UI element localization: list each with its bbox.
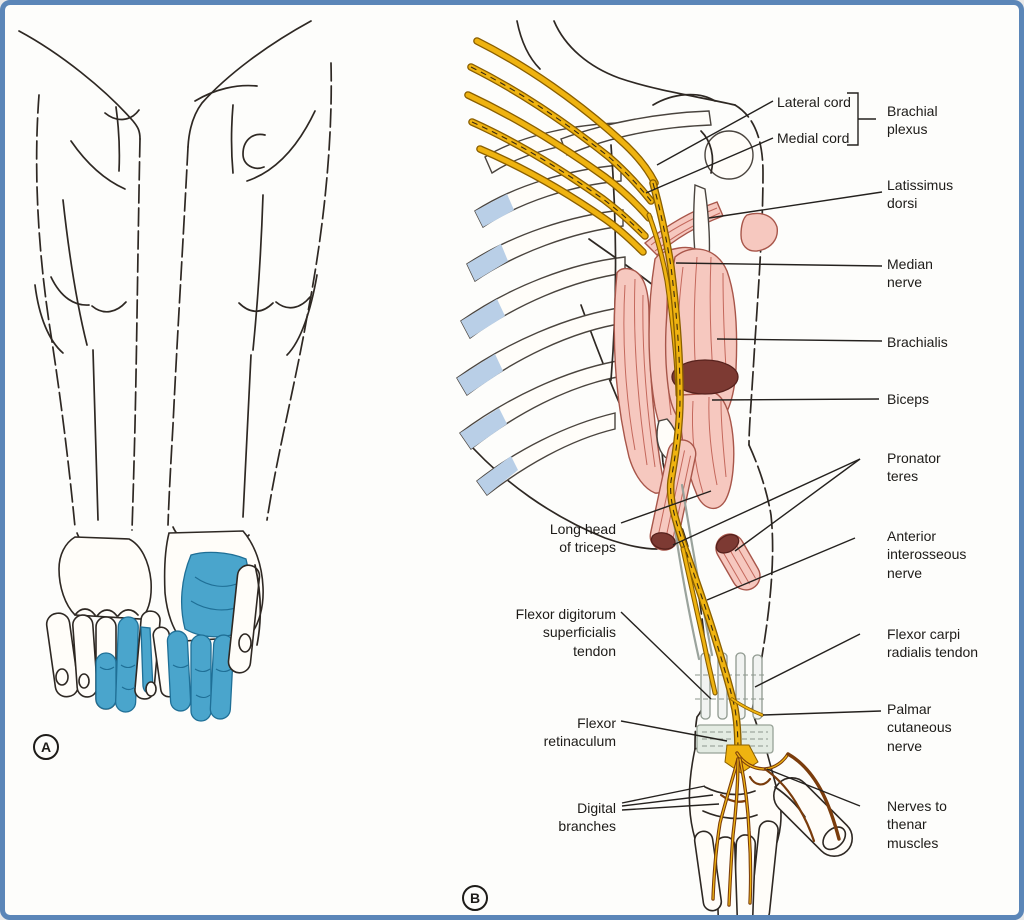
leader-digital-branches-1 <box>621 785 706 804</box>
panel-a-left-hand <box>45 536 161 713</box>
leader-median-nerve <box>675 262 883 267</box>
palmar-cutaneous-nerve-branch <box>730 697 764 717</box>
leader-brachialis <box>716 338 883 342</box>
label-median-nerve: Median nerve <box>887 256 933 291</box>
anatomy-figure-art <box>18 20 883 915</box>
anterior-interosseous-nerve-branch <box>680 546 718 696</box>
brachial-plexus-bracket <box>847 92 876 146</box>
leader-digital-branches-3 <box>621 803 720 811</box>
leader-flexor-digitorum-superficialis <box>620 611 712 700</box>
leader-flexor-retinaculum <box>620 720 728 742</box>
leader-pronator-teres-2 <box>734 458 861 552</box>
leader-lines <box>620 92 883 811</box>
label-brachialis: Brachialis <box>887 334 948 350</box>
label-brachial-plexus: Brachial plexus <box>887 103 938 138</box>
leader-anterior-interosseous <box>706 537 856 601</box>
label-anterior-interosseous-nerve: Anterior interosseous nerve <box>887 528 967 581</box>
panel-a-marker: A <box>33 734 59 760</box>
biceps-cut-section <box>671 359 739 395</box>
label-flexor-carpi-radialis-tendon: Flexor carpi radialis tendon <box>887 626 979 661</box>
median-sensory-area-dorsal-ring <box>95 652 117 710</box>
label-long-head-of-triceps: Long head of triceps <box>549 521 616 556</box>
leader-digital-branches-2 <box>621 794 714 807</box>
panel-b-rib-cage <box>456 93 754 497</box>
panel-b-wrist-structures <box>667 483 767 720</box>
label-biceps: Biceps <box>887 391 930 407</box>
label-lateral-cord: Lateral cord <box>777 94 851 110</box>
median-nerve-trunk <box>646 179 742 763</box>
label-medial-cord: Medial cord <box>777 130 850 146</box>
panel-a-left-arm <box>18 30 141 549</box>
median-sensory-area-palmar-finger3 <box>209 634 235 720</box>
leader-flexor-carpi-radialis <box>754 633 861 688</box>
median-sensory-area-palmar-finger1 <box>166 630 192 712</box>
leader-pronator-teres-1 <box>672 458 861 546</box>
label-latissimus-dorsi: Latissimus dorsi <box>887 177 954 212</box>
label-flexor-retinaculum: Flexor retinaculum <box>543 715 616 750</box>
label-palmar-cutaneous-nerve: Palmar cutaneous nerve <box>887 701 952 754</box>
brachial-plexus-roots <box>464 37 659 256</box>
leader-latissimus-dorsi <box>708 191 883 219</box>
median-sensory-area-dorsal-middle <box>114 616 139 713</box>
pronator-teres-muscle-2 <box>715 533 761 591</box>
leader-medial-cord <box>645 137 774 194</box>
leader-nerves-to-thenar <box>766 768 861 807</box>
leader-lateral-cord <box>656 100 774 166</box>
label-pronator-teres: Pronator teres <box>887 450 941 485</box>
label-flexor-digitorum-superficialis-tendon: Flexor digitorum superficialis tendon <box>515 606 616 659</box>
median-sensory-area-palmar-finger2 <box>190 634 212 722</box>
hand-nerve-branches <box>711 744 841 907</box>
panel-a-right-hand <box>152 530 264 722</box>
panel-b-marker: B <box>462 885 488 911</box>
leader-biceps <box>711 398 880 401</box>
label-nerves-to-thenar-muscles: Nerves to thenar muscles <box>887 798 947 851</box>
leader-palmar-cutaneous <box>762 710 882 716</box>
leader-long-head-of-triceps <box>620 490 712 524</box>
panel-a-right-arm <box>167 20 333 544</box>
label-digital-branches: Digital branches <box>558 800 616 835</box>
